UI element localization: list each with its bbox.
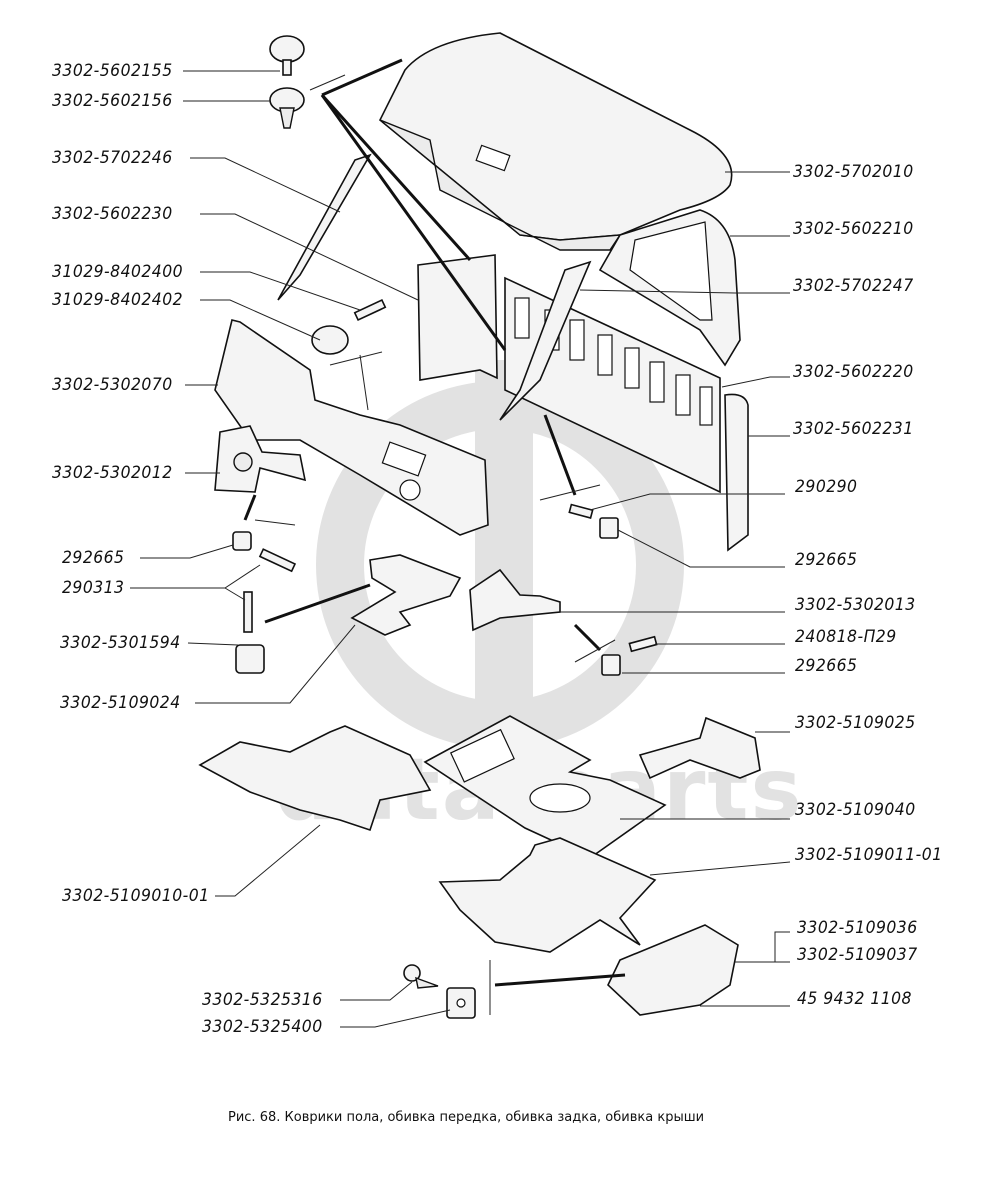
part-label: 3302-5109036 [797, 918, 918, 938]
part-label: 290313 [62, 578, 125, 598]
floor-mat-5109011[interactable] [438, 837, 657, 953]
floor-mat-5109024[interactable] [350, 554, 462, 636]
wheel-arch-cover-5109036[interactable] [607, 924, 739, 1016]
leader-lines [130, 58, 791, 1028]
part-label: 3302-5702246 [52, 148, 173, 168]
clip-8402402[interactable] [311, 325, 349, 355]
part-label: 3302-5602210 [793, 219, 914, 239]
part-label: 3302-5702010 [793, 162, 914, 182]
nut-plate-292665-right2[interactable] [601, 654, 621, 676]
part-label: 31029-8402402 [52, 290, 184, 310]
button-clip-5602156[interactable] [269, 87, 305, 129]
part-label: 3302-5602155 [52, 61, 173, 81]
nut-plate-292665-left[interactable] [232, 531, 252, 551]
part-label: 3302-5109024 [60, 693, 181, 713]
part-label: 3302-5325400 [202, 1017, 323, 1037]
part-label: 3302-5702247 [793, 276, 914, 296]
pillar-trim-right-part[interactable] [499, 260, 592, 421]
part-label: 31029-8402400 [52, 262, 184, 282]
part-label: 292665 [795, 656, 858, 676]
part-label: 240818-П29 [795, 627, 897, 647]
floor-mat-5109040[interactable] [423, 715, 667, 859]
nut-plate-292665-right1[interactable] [599, 517, 619, 539]
rear-corner-trim-part[interactable] [724, 393, 749, 552]
part-label: 3302-5109025 [795, 713, 916, 733]
button-clip-5602155[interactable] [269, 35, 305, 76]
screw-5325316[interactable] [403, 964, 439, 989]
part-label: 3302-5109011-01 [795, 845, 943, 865]
part-label: 3302-5602156 [52, 91, 173, 111]
side-panel-part[interactable] [417, 254, 498, 381]
floor-mat-5109025[interactable] [638, 716, 761, 780]
part-label: 3302-5602220 [793, 362, 914, 382]
screw-290313[interactable] [243, 548, 297, 633]
part-label: 292665 [795, 550, 858, 570]
part-label: 292665 [62, 548, 125, 568]
part-label: 3302-5109010-01 [62, 886, 210, 906]
stud-8402400[interactable] [353, 298, 387, 322]
rear-side-trim-5302013[interactable] [469, 568, 561, 632]
floor-mat-5109010[interactable] [198, 725, 432, 832]
part-label: 3302-5301594 [60, 633, 181, 653]
part-label: 290290 [795, 477, 858, 497]
bolt-290290[interactable] [568, 503, 594, 519]
clip-5301594[interactable] [235, 644, 265, 674]
bolt-240818[interactable] [628, 635, 658, 653]
part-label: 3302-5302070 [52, 375, 173, 395]
part-label: 3302-5109037 [797, 945, 918, 965]
part-label: 3302-5109040 [795, 800, 916, 820]
part-label: 3302-5325316 [202, 990, 323, 1010]
pillar-trim-left-part[interactable] [277, 153, 372, 301]
part-label: 3302-5602230 [52, 204, 173, 224]
part-label: 3302-5302013 [795, 595, 916, 615]
front-side-trim-part[interactable] [214, 425, 307, 493]
part-label: 3302-5302012 [52, 463, 173, 483]
roof-lining-part[interactable] [378, 32, 733, 251]
front-panel-trim-part[interactable] [214, 319, 489, 536]
part-label: 3302-5602231 [793, 419, 914, 439]
clip-nut-5325400[interactable] [446, 987, 476, 1019]
figure-caption: Рис. 68. Коврики пола, обивка передка, о… [228, 1110, 705, 1125]
part-label: 45 9432 1108 [797, 989, 912, 1009]
roof-side-trim-part[interactable] [598, 209, 741, 367]
